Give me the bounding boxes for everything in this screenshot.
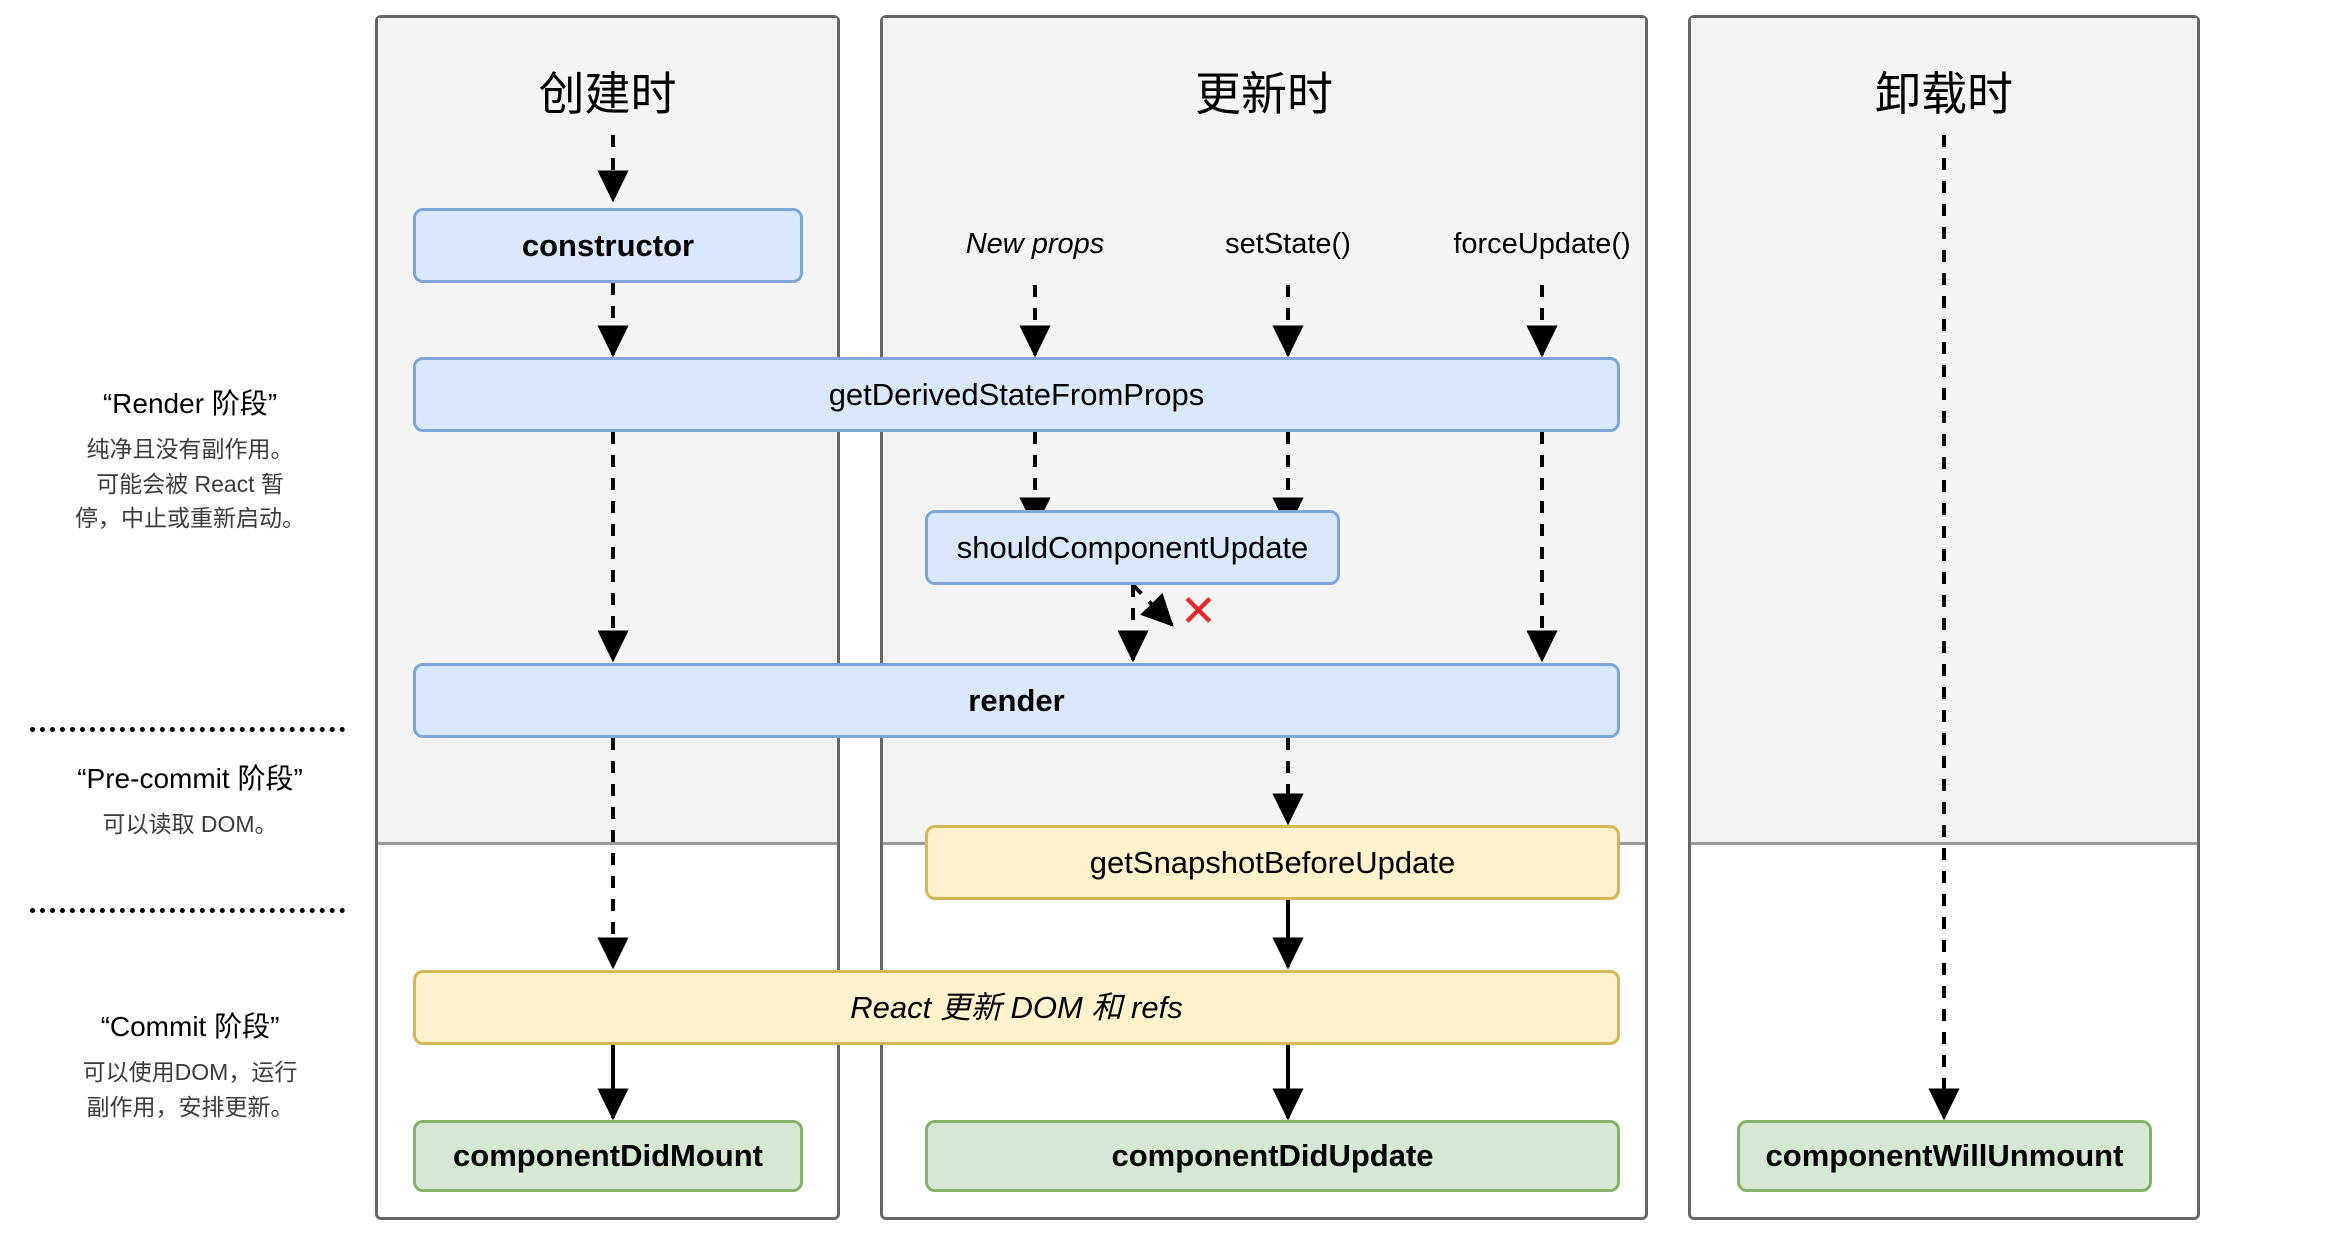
- node-get-snapshot-before-update[interactable]: getSnapshotBeforeUpdate: [925, 825, 1620, 900]
- legend-pre-commit-phase-title: “Pre-commit 阶段”: [77, 763, 303, 794]
- unmounting-render-shade: [1691, 18, 2197, 845]
- legend-line: 可以使用DOM，运行: [82, 1059, 298, 1085]
- trigger-set-state: setState(): [1225, 228, 1351, 260]
- node-component-did-mount[interactable]: componentDidMount: [413, 1120, 803, 1192]
- legend-pre-commit-phase: “Pre-commit 阶段” 可以读取 DOM。: [30, 757, 350, 842]
- legend-render-phase: “Render 阶段” 纯净且没有副作用。 可能会被 React 暂 停，中止或…: [40, 382, 340, 536]
- node-get-derived-state-from-props[interactable]: getDerivedStateFromProps: [413, 357, 1620, 432]
- legend-line: 可以读取 DOM。: [102, 811, 278, 837]
- skip-update-x-icon: ✕: [1180, 586, 1217, 637]
- legend-render-phase-title: “Render 阶段”: [102, 388, 278, 419]
- node-render[interactable]: render: [413, 663, 1620, 738]
- column-unmounting: 卸载时: [1688, 15, 2200, 1220]
- legend-line: 可能会被 React 暂: [96, 470, 284, 497]
- legend-commit-phase-title: “Commit 阶段”: [100, 1011, 280, 1042]
- legend-commit-phase: “Commit 阶段” 可以使用DOM，运行 副作用，安排更新。: [40, 1005, 340, 1124]
- column-unmounting-title: 卸载时: [1875, 68, 2013, 120]
- node-constructor[interactable]: constructor: [413, 208, 803, 283]
- legend-line: 副作用，安排更新。: [86, 1093, 294, 1120]
- legend-commit-phase-desc: 可以使用DOM，运行 副作用，安排更新。: [40, 1055, 340, 1124]
- trigger-new-props: New props: [965, 228, 1105, 260]
- legend-render-phase-desc: 纯净且没有副作用。 可能会被 React 暂 停，中止或重新启动。: [40, 432, 340, 536]
- trigger-force-update: forceUpdate(): [1453, 228, 1631, 260]
- node-component-did-update[interactable]: componentDidUpdate: [925, 1120, 1620, 1192]
- legend-line: 停，中止或重新启动。: [75, 505, 305, 531]
- node-react-updates-dom-and-refs[interactable]: React 更新 DOM 和 refs: [413, 970, 1620, 1045]
- legend-divider-top: [30, 727, 345, 732]
- legend-pre-commit-phase-desc: 可以读取 DOM。: [30, 807, 350, 842]
- legend-line: 纯净且没有副作用。: [86, 436, 294, 462]
- column-mounting-title: 创建时: [538, 68, 677, 120]
- node-should-component-update[interactable]: shouldComponentUpdate: [925, 510, 1340, 585]
- column-updating-title: 更新时: [1195, 68, 1333, 120]
- node-component-will-unmount[interactable]: componentWillUnmount: [1737, 1120, 2152, 1192]
- legend-divider-bottom: [30, 908, 345, 913]
